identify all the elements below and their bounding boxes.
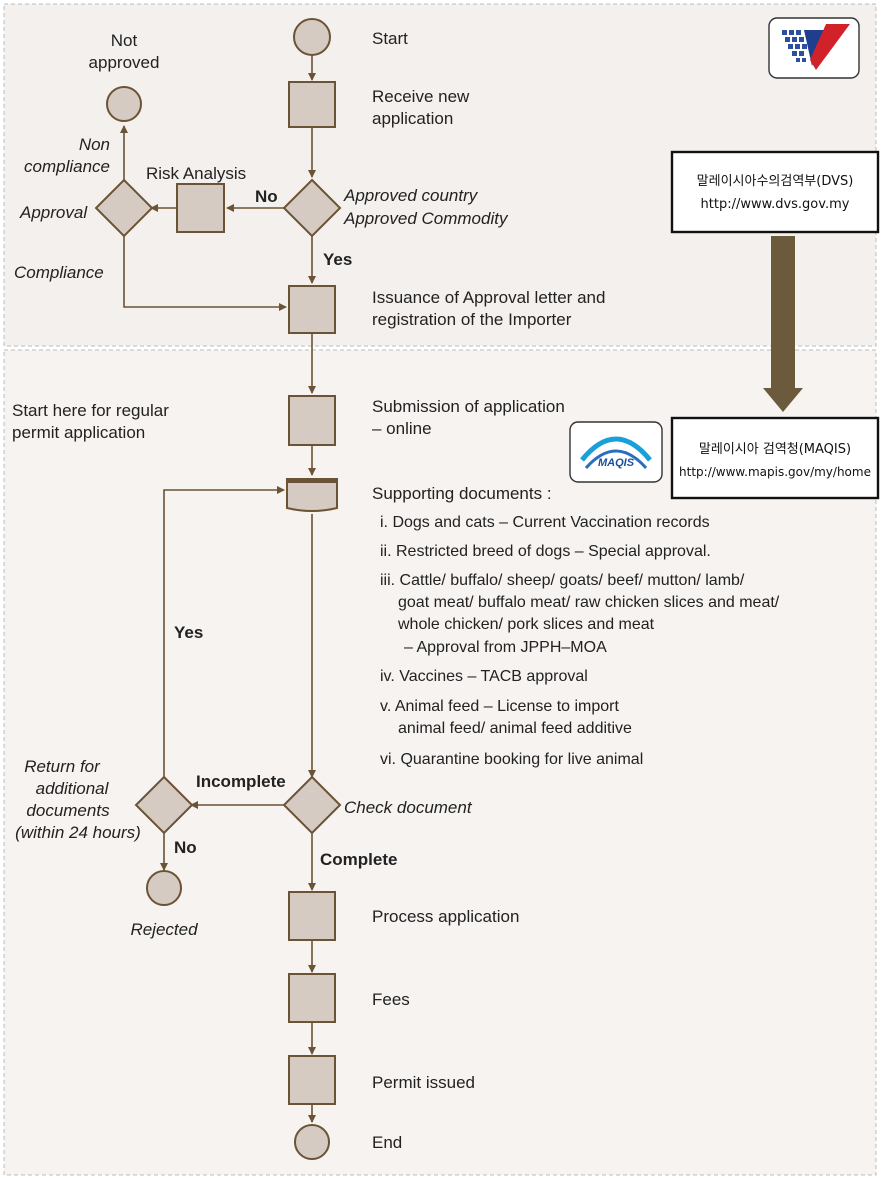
yes-label: Yes xyxy=(323,250,352,269)
submission-label-2: – online xyxy=(372,419,432,438)
dvs-name: 말레이시아수의검역부(DVS) xyxy=(697,174,854,189)
supporting-documents-node xyxy=(286,478,338,512)
dvs-logo xyxy=(768,17,860,79)
doc-item-5-line-2: animal feed/ animal feed additive xyxy=(398,720,632,737)
approved-country-label: Approved country xyxy=(343,186,479,205)
maqis-name: 말레이시아 검역청(MAQIS) xyxy=(699,442,851,457)
submission-box xyxy=(288,395,336,446)
dvs-info-box: 말레이시아수의검역부(DVS) http://www.dvs.gov.my xyxy=(670,150,880,234)
approved-commodity-label: Approved Commodity xyxy=(343,209,509,228)
return-decision xyxy=(134,775,194,835)
maqis-logo: MAQIS xyxy=(569,421,663,483)
return-label-1: Return for xyxy=(24,757,101,776)
permit-issued-label: Permit issued xyxy=(372,1073,475,1092)
doc-item-1: i. Dogs and cats – Current Vaccination r… xyxy=(380,514,710,531)
rejected-node xyxy=(146,870,182,906)
not-approved-node xyxy=(106,86,142,122)
doc-item-3: iii. Cattle/ buffalo/ sheep/ goats/ beef… xyxy=(380,572,745,589)
complete-label: Complete xyxy=(320,850,397,869)
risk-analysis-label: Risk Analysis xyxy=(146,164,246,183)
end-node xyxy=(294,1124,330,1160)
issuance-label-2: registration of the Importer xyxy=(372,310,572,329)
maqis-logo-text: MAQIS xyxy=(598,457,635,469)
return-label-2: additional xyxy=(36,779,110,798)
start-regular-label-2: permit application xyxy=(12,423,145,442)
non-compliance-label-1: Non xyxy=(79,135,110,154)
not-approved-label-1: Not xyxy=(111,31,138,50)
non-compliance-label-2: compliance xyxy=(24,157,110,176)
submission-label-1: Submission of application xyxy=(372,397,565,416)
doc-item-3-line-3: whole chicken/ pork slices and meat xyxy=(397,616,655,633)
receive-application-box xyxy=(288,81,336,128)
issuance-box xyxy=(288,285,336,334)
doc-item-5: v. Animal feed – License to import xyxy=(380,698,619,715)
approved-country-decision xyxy=(282,178,342,238)
issuance-label-1: Issuance of Approval letter and xyxy=(372,288,605,307)
maqis-url: http://www.mapis.gov/my/home xyxy=(679,465,871,479)
receive-label-2: application xyxy=(372,109,453,128)
check-document-label: Check document xyxy=(344,798,473,817)
doc-item-6: vi. Quarantine booking for live animal xyxy=(380,751,643,768)
process-label: Process application xyxy=(372,907,519,926)
risk-analysis-box xyxy=(176,183,225,233)
doc-item-3-line-4: – Approval from JPPH–MOA xyxy=(404,639,607,656)
start-regular-label-1: Start here for regular xyxy=(12,401,169,420)
start-label: Start xyxy=(372,29,408,48)
check-document-decision xyxy=(282,775,342,835)
not-approved-label-2: approved xyxy=(89,53,160,72)
no-label: No xyxy=(255,187,278,206)
return-label-4: (within 24 hours) xyxy=(15,823,141,842)
maqis-info-box: 말레이시아 검역청(MAQIS) http://www.mapis.gov/my… xyxy=(670,416,880,500)
yes-return-label: Yes xyxy=(174,623,203,642)
approval-decision xyxy=(94,178,154,238)
fees-box xyxy=(288,973,336,1023)
permit-issued-box xyxy=(288,1055,336,1105)
rejected-label: Rejected xyxy=(130,920,198,939)
return-label-3: documents xyxy=(26,801,110,820)
process-application-box xyxy=(288,891,336,941)
dvs-url: http://www.dvs.gov.my xyxy=(701,197,850,212)
agency-transfer-arrow xyxy=(763,236,803,412)
doc-item-4: iv. Vaccines – TACB approval xyxy=(380,668,588,685)
no-reject-label: No xyxy=(174,838,197,857)
supporting-documents-label: Supporting documents : xyxy=(372,484,552,503)
doc-item-2: ii. Restricted breed of dogs – Special a… xyxy=(380,543,711,560)
incomplete-label: Incomplete xyxy=(196,772,286,791)
fees-label: Fees xyxy=(372,990,410,1009)
receive-label-1: Receive new xyxy=(372,87,470,106)
compliance-label: Compliance xyxy=(14,263,104,282)
start-node xyxy=(293,18,331,56)
end-label: End xyxy=(372,1133,402,1152)
approval-label: Approval xyxy=(19,203,88,222)
connectors xyxy=(120,55,316,1123)
doc-item-3-line-2: goat meat/ buffalo meat/ raw chicken sli… xyxy=(398,594,780,611)
